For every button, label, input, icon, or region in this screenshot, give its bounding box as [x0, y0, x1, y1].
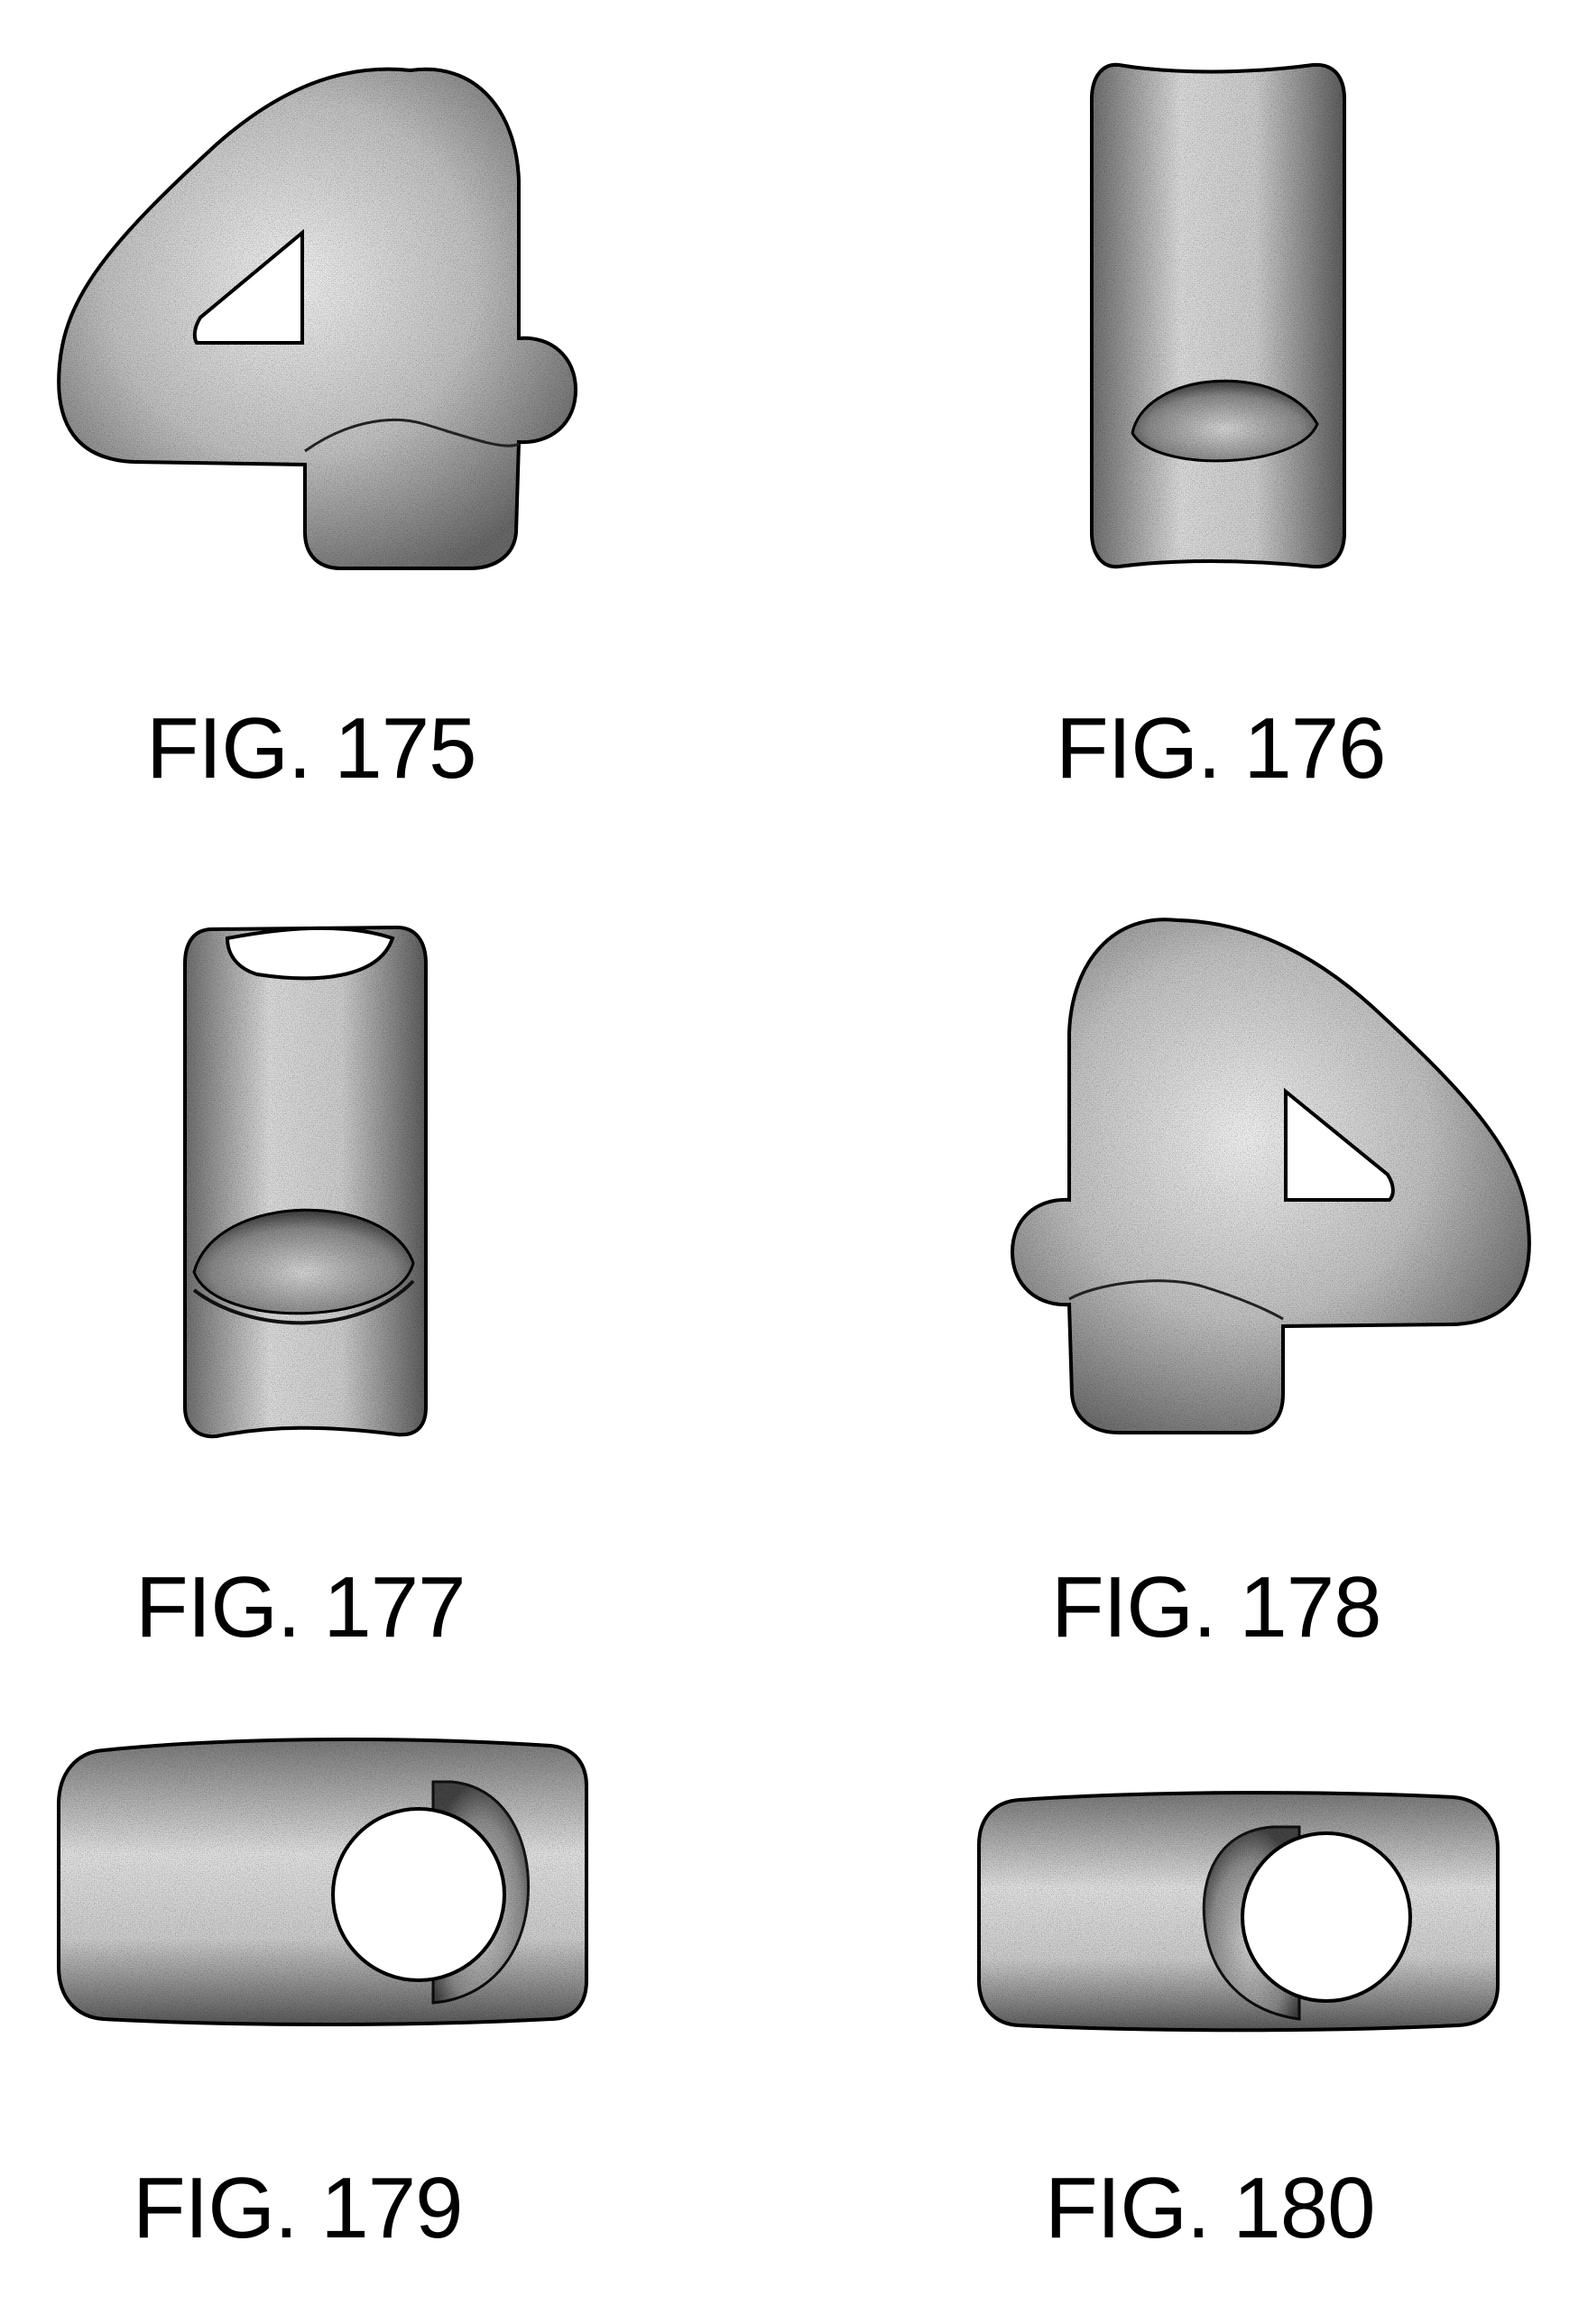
figure-178-caption: FIG. 178	[1051, 1564, 1381, 1651]
figure-178-drawing	[1012, 919, 1529, 1433]
figure-176-caption: FIG. 176	[1056, 706, 1386, 792]
figure-177-drawing	[185, 927, 426, 1436]
figure-177-caption: FIG. 177	[135, 1564, 466, 1651]
figure-180-drawing	[979, 1793, 1498, 2030]
figure-180-caption: FIG. 180	[1045, 2165, 1375, 2252]
figure-175-caption: FIG. 175	[146, 706, 476, 792]
figure-175-drawing	[59, 69, 576, 568]
figure-179-drawing	[59, 1739, 586, 2024]
figure-179-caption: FIG. 179	[133, 2165, 463, 2252]
figure-176-drawing	[1092, 65, 1344, 567]
